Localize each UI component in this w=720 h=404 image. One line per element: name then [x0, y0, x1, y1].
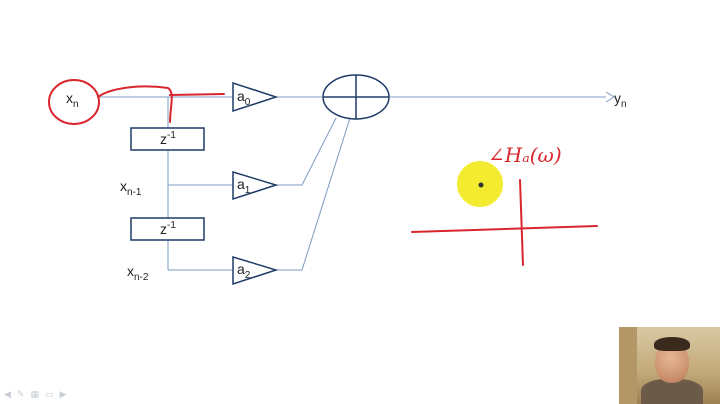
grid-icon[interactable]: ▦ [30, 390, 39, 400]
delay-1-label: z-1 [160, 130, 176, 147]
pen-icon[interactable]: ✎ [16, 390, 25, 400]
handwritten-annotations: ∠Hₐ(ω) [48, 79, 598, 266]
slide-toolbar: ◀ ✎ ▦ ▭ ▶ [4, 390, 66, 400]
webcam-background-shelf [619, 327, 637, 404]
delay-block-2: z-1 [130, 217, 205, 241]
arrow-left-icon[interactable]: ◀ [4, 390, 11, 400]
gain-a2: a2 [232, 255, 279, 286]
pointer-highlight [457, 161, 503, 207]
wire-a1-to-sum [276, 117, 337, 186]
input-path-mark [97, 85, 173, 123]
tap-1-label: xn-1 [120, 178, 142, 198]
signal-wires [98, 91, 615, 271]
output-arrowhead [605, 91, 615, 103]
sketch-vertical-axis [519, 179, 524, 266]
gain-a2-label: a2 [237, 261, 251, 281]
gain-a1-label: a1 [237, 176, 251, 196]
output-label: yn [614, 90, 627, 110]
input-underline-mark [169, 93, 225, 96]
tap-2-label: xn-2 [127, 263, 149, 283]
presenter-body [641, 379, 703, 404]
gain-a0: a0 [232, 81, 279, 113]
phase-response-label: ∠Hₐ(ω) [488, 143, 562, 167]
summing-junction [322, 74, 390, 120]
gain-a0-label: a0 [237, 88, 251, 108]
presenter-hair [654, 337, 690, 351]
presenter-webcam [619, 327, 720, 404]
delay-2-label: z-1 [160, 220, 176, 237]
eraser-icon[interactable]: ▭ [44, 390, 54, 400]
arrow-right-icon[interactable]: ▶ [59, 390, 67, 400]
delay-block-1: z-1 [130, 127, 205, 151]
sketch-horizontal-axis [411, 225, 598, 233]
input-label: xn [66, 90, 79, 110]
input-circle-mark [48, 79, 100, 125]
wire-a2-to-sum [276, 117, 351, 271]
gain-a1: a1 [232, 170, 279, 201]
